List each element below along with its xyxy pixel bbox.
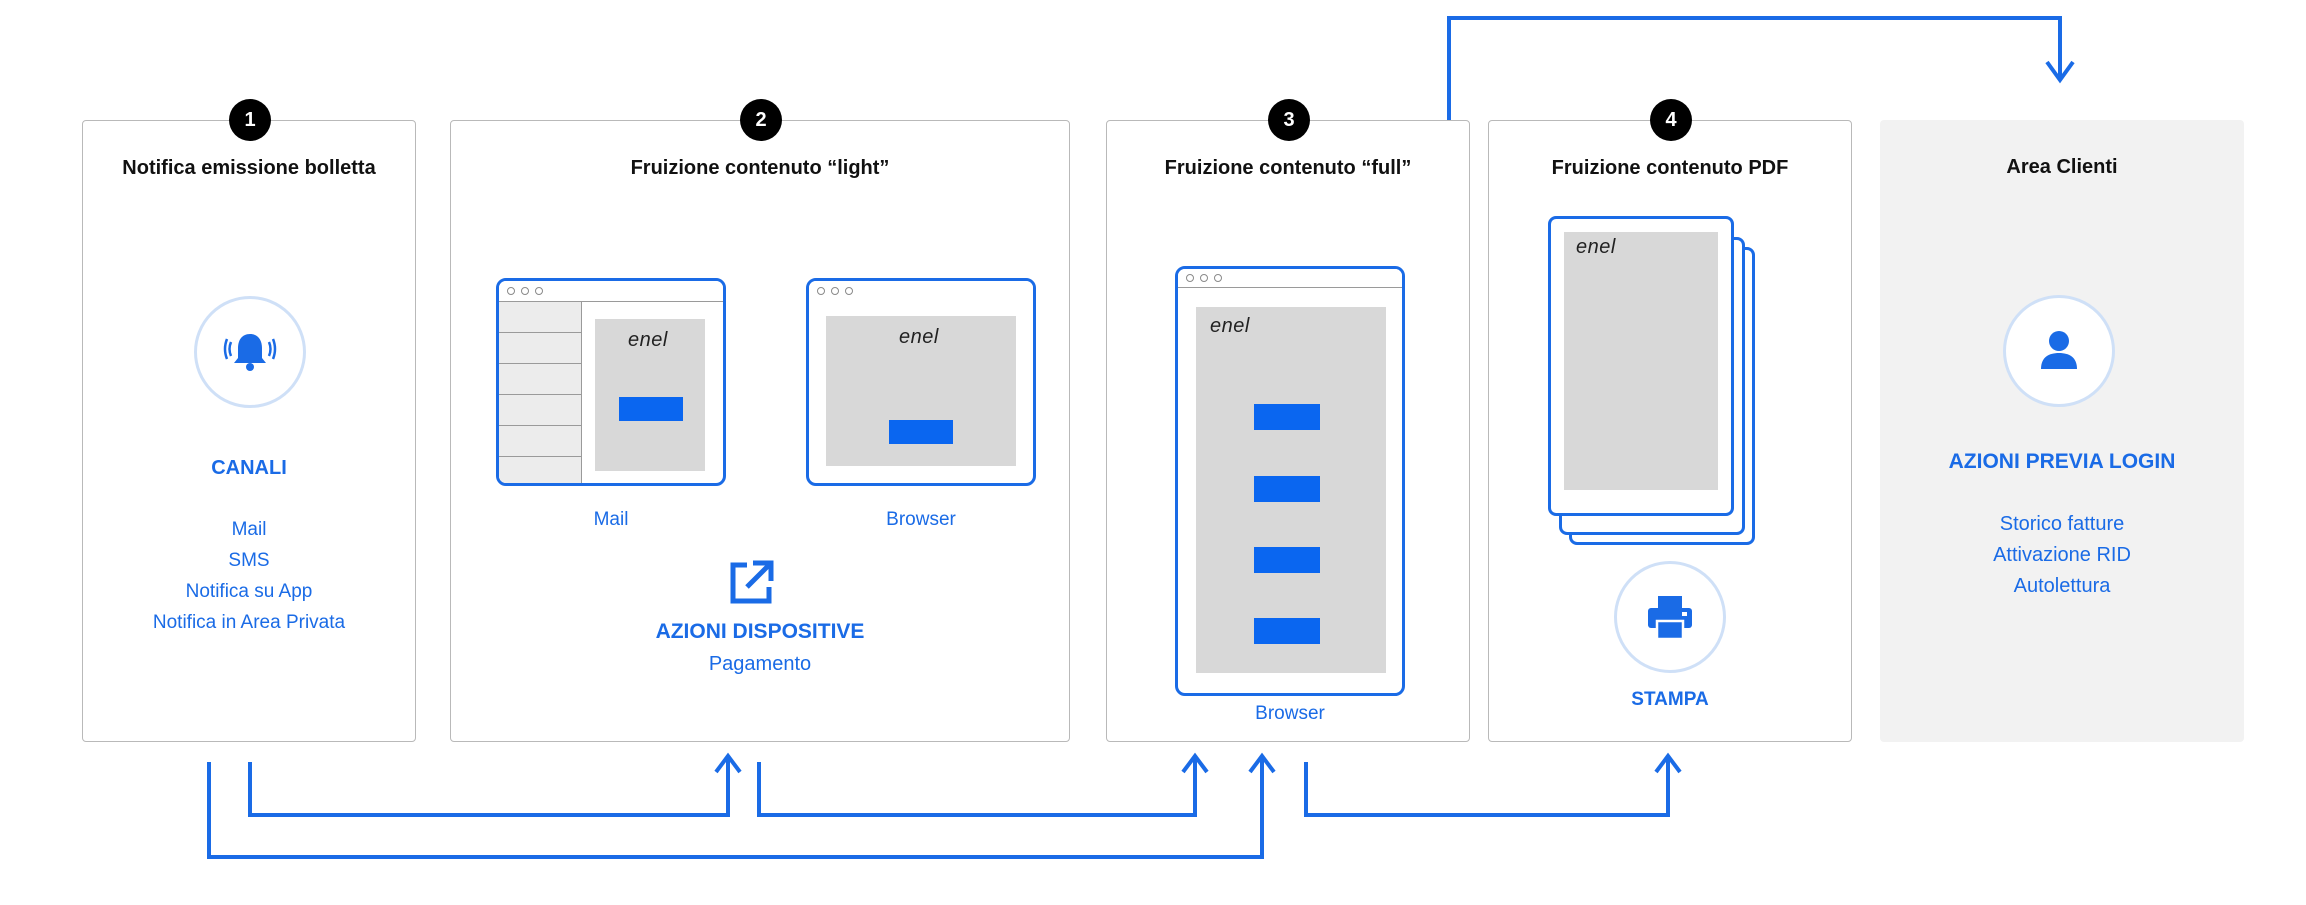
- printer-circle: [1614, 561, 1726, 673]
- mail-window-mockup: enel: [496, 278, 726, 486]
- login-action-item: Attivazione RID: [1993, 544, 2131, 566]
- arrowhead-2a: [714, 752, 742, 774]
- panel-full: 3 Fruizione contenuto “full” enel Browse…: [1106, 99, 1470, 742]
- step-badge-1: 1: [229, 99, 271, 141]
- stampa-heading: STAMPA: [1631, 689, 1709, 710]
- user-circle: [2003, 295, 2115, 407]
- arrowhead-area-clienti: [2045, 60, 2075, 84]
- panel-title-2: Fruizione contenuto “light”: [630, 157, 890, 179]
- full-content-doc: enel: [1196, 307, 1386, 673]
- enel-logo: enel: [899, 326, 939, 348]
- step-badge-3: 3: [1268, 99, 1310, 141]
- arrowhead-4: [1654, 752, 1682, 774]
- enel-logo: enel: [1210, 315, 1250, 337]
- user-icon: [2041, 331, 2077, 369]
- bell-circle: [194, 296, 306, 408]
- pay-button-mockup: [889, 420, 953, 444]
- arrowhead-3b: [1248, 752, 1276, 774]
- step-badge-2: 2: [740, 99, 782, 141]
- channel-item: Notifica su App: [185, 581, 313, 602]
- login-action-item: Storico fatture: [1999, 513, 2125, 535]
- action-button-mockup: [1254, 547, 1320, 573]
- connector-1-to-2: [248, 758, 730, 817]
- bell-icon: [223, 334, 277, 371]
- mail-preview-doc: enel: [595, 319, 705, 471]
- action-button-mockup: [1254, 404, 1320, 430]
- panel-title-4: Fruizione contenuto PDF: [1551, 157, 1789, 179]
- canali-heading: CANALI: [211, 457, 287, 479]
- mail-label: Mail: [593, 509, 629, 530]
- panel-area-clienti: Area Clienti AZIONI PREVIA LOGIN Storico…: [1880, 120, 2244, 742]
- pagamento-label: Pagamento: [708, 653, 812, 675]
- step-badge-4: 4: [1650, 99, 1692, 141]
- pdf-page-front: enel: [1548, 216, 1734, 516]
- action-button-mockup: [1254, 618, 1320, 644]
- panel-light: 2 Fruizione contenuto “light” enel Mail …: [450, 99, 1070, 742]
- browser-label: Browser: [886, 509, 956, 530]
- login-action-item: Autolettura: [2013, 575, 2111, 597]
- panel-pdf: 4 Fruizione contenuto PDF enel STAMPA: [1488, 99, 1852, 742]
- enel-logo: enel: [628, 329, 668, 351]
- pdf-content: enel: [1564, 232, 1718, 490]
- channel-item: Mail: [231, 519, 267, 540]
- enel-logo: enel: [1576, 236, 1616, 258]
- azioni-previa-login-heading: AZIONI PREVIA LOGIN: [1948, 450, 2176, 473]
- external-link-icon: [730, 560, 774, 604]
- azioni-dispositive-heading: AZIONI DISPOSITIVE: [655, 620, 865, 643]
- browser-preview-doc: enel: [826, 316, 1016, 466]
- arrowhead-3a: [1181, 752, 1209, 774]
- browser-full-mockup: enel: [1175, 266, 1405, 696]
- panel-title-3: Fruizione contenuto “full”: [1164, 157, 1412, 179]
- panel-title-1: Notifica emissione bolletta: [122, 157, 376, 179]
- printer-icon: [1648, 596, 1692, 641]
- pay-button-mockup: [619, 397, 683, 421]
- channel-item: Notifica in Area Privata: [152, 612, 346, 633]
- panel-title-5: Area Clienti: [2006, 156, 2118, 178]
- browser-window-mockup: enel: [806, 278, 1036, 486]
- channel-item: SMS: [228, 550, 270, 571]
- browser-full-label: Browser: [1255, 703, 1325, 724]
- mail-list-column: [499, 302, 582, 483]
- connector-2-to-3: [757, 758, 1197, 817]
- panel-notifica: 1 Notifica emissione bolletta CANALI Mai…: [82, 99, 416, 742]
- action-button-mockup: [1254, 476, 1320, 502]
- connector-1-to-3: [207, 758, 1264, 859]
- connector-3-to-4: [1304, 758, 1670, 817]
